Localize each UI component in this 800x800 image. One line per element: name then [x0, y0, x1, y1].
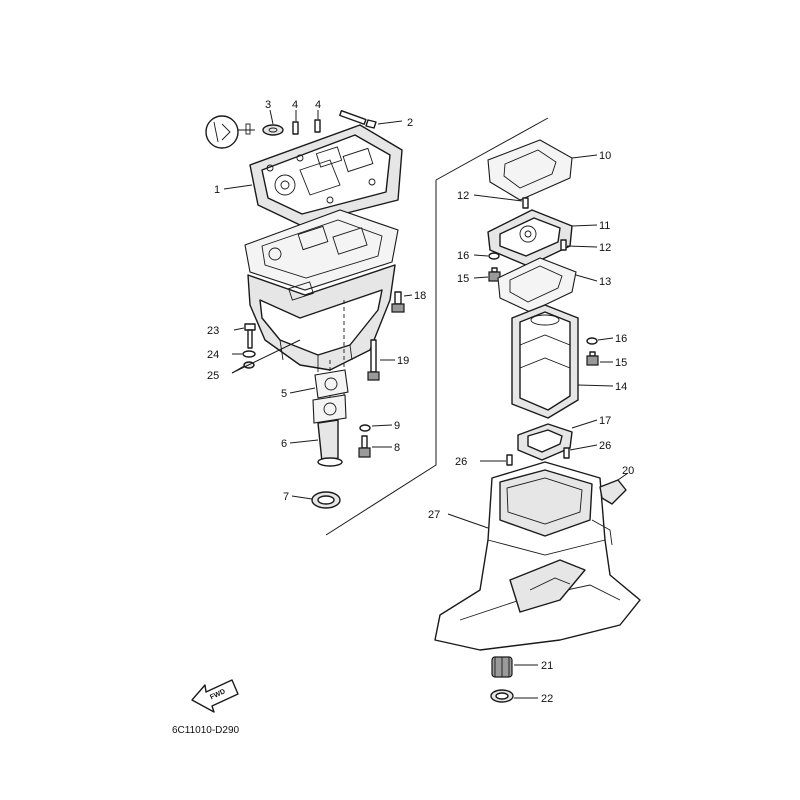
callout-4a: 4	[292, 99, 298, 111]
callout-23: 23	[207, 325, 219, 337]
part-26-dowel-right	[563, 444, 598, 459]
part-1-upper-casing	[249, 124, 403, 226]
callout-26a: 26	[455, 456, 467, 468]
callout-4b: 4	[315, 99, 321, 111]
part-7-seal	[291, 491, 341, 509]
upper-housing	[247, 264, 396, 372]
part-5-plate	[289, 369, 349, 399]
part-10-gasket	[487, 139, 598, 201]
callout-18: 18	[414, 290, 426, 302]
callout-5: 5	[281, 388, 287, 400]
part-12-pin-top	[473, 194, 529, 209]
part-4-dowel-pins	[292, 110, 321, 135]
callout-7: 7	[283, 491, 289, 503]
callout-6: 6	[281, 438, 287, 450]
callout-27: 27	[428, 509, 440, 521]
part-25-nut	[231, 339, 301, 374]
part-24-washer	[232, 350, 256, 358]
part-22-ring	[490, 689, 538, 703]
callout-15b: 15	[615, 357, 627, 369]
callout-16a: 16	[457, 250, 469, 262]
part-27-lower-casing	[434, 461, 641, 651]
part-19-bolt	[367, 339, 395, 381]
callout-17: 17	[599, 415, 611, 427]
callout-25: 25	[207, 370, 219, 382]
callout-10: 10	[599, 150, 611, 162]
callout-15a: 15	[457, 273, 469, 285]
part-3-washer	[262, 109, 284, 136]
callout-13: 13	[599, 276, 611, 288]
callout-1: 1	[214, 184, 220, 196]
callout-20: 20	[622, 465, 634, 477]
part-16-washer-right	[586, 337, 614, 345]
part-23-bolt	[233, 323, 256, 349]
detail-inset	[205, 115, 255, 149]
callout-9: 9	[394, 420, 400, 432]
callout-12a: 12	[457, 190, 469, 202]
part-18-bolt	[391, 291, 413, 313]
callout-24: 24	[207, 349, 219, 361]
part-9-washer	[359, 424, 393, 432]
part-26-dowel-left	[480, 454, 513, 466]
leader-1	[223, 184, 253, 190]
part-17-seal	[517, 419, 598, 461]
callout-11: 11	[599, 220, 610, 232]
callout-26b: 26	[599, 440, 611, 452]
callout-14: 14	[615, 381, 627, 393]
callout-12b: 12	[599, 242, 611, 254]
part-2-pin	[339, 109, 403, 129]
callout-21: 21	[541, 660, 553, 672]
callout-8: 8	[394, 442, 400, 454]
part-20-cover	[599, 472, 629, 505]
part-15-bolt-right	[586, 351, 613, 366]
part-14-muffler	[511, 304, 614, 419]
callout-22: 22	[541, 693, 553, 705]
part-11-plate	[487, 209, 598, 267]
callout-2: 2	[407, 117, 413, 129]
fwd-arrow: FWD	[191, 679, 239, 713]
part-13-gasket	[497, 257, 598, 313]
group-bracket	[325, 180, 437, 536]
callout-19: 19	[397, 355, 409, 367]
diagram-code: 6C11010-D290	[172, 725, 240, 736]
part-21-impeller	[491, 656, 538, 678]
group-bracket-top	[435, 117, 549, 181]
part-8-bolt	[358, 435, 392, 458]
part-16-washer-left	[473, 252, 500, 260]
part-15-bolt-left	[473, 267, 501, 282]
upper-gaskets	[244, 209, 399, 291]
part-6-water-tube	[289, 394, 347, 467]
callout-16b: 16	[615, 333, 627, 345]
callout-3: 3	[265, 99, 271, 111]
part-12-pin-side	[560, 239, 598, 251]
